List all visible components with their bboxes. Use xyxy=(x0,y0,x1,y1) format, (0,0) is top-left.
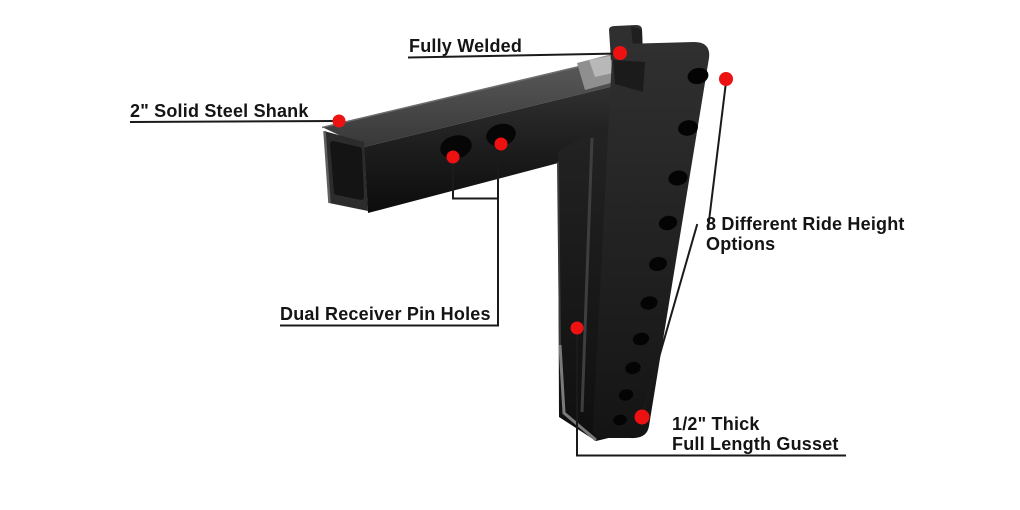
label-fully-welded: Fully Welded xyxy=(409,36,523,56)
gusset-edge-highlight xyxy=(558,344,597,442)
marker-pin-hole-1 xyxy=(446,150,460,164)
leader-ride-height-bottom xyxy=(641,223,699,415)
channel-hole xyxy=(632,332,650,346)
marker-ride-height-bottom xyxy=(634,409,650,425)
shank-end-edge-highlight xyxy=(323,130,331,204)
channel-hole xyxy=(640,296,658,310)
label-full-length-gusset: 1/2" Thick Full Length Gusset xyxy=(672,414,839,454)
weld-highlight xyxy=(589,56,613,77)
channel-hole xyxy=(613,414,627,426)
shank-end-chamfer xyxy=(330,141,364,200)
label-ride-height-options: 8 Different Ride Height Options xyxy=(706,214,905,254)
channel-hole xyxy=(668,170,688,186)
shank-top-face xyxy=(322,59,651,147)
height-channel xyxy=(592,42,710,439)
leader-pin-holes-branch xyxy=(452,158,499,200)
shank-top-edge-highlight xyxy=(321,58,610,129)
marker-pin-hole-2 xyxy=(494,137,508,151)
ride-height-holes xyxy=(613,67,709,426)
marker-gusset xyxy=(570,321,584,335)
channel-web-edge xyxy=(580,137,594,413)
leader-gusset xyxy=(576,330,846,457)
leader-solid-steel-shank xyxy=(129,119,339,124)
leader-pin-holes-main xyxy=(280,146,499,327)
marker-ride-height-top xyxy=(719,72,733,86)
shank-side-face xyxy=(364,77,651,213)
gusset-left-edge xyxy=(557,161,561,346)
channel-hole xyxy=(678,120,698,136)
leader-fully-welded xyxy=(407,52,620,59)
shank-channel-joint xyxy=(613,60,645,92)
channel-hole xyxy=(625,361,641,375)
label-ride-height-line2: Options xyxy=(706,234,776,254)
label-dual-receiver-pin-holes: Dual Receiver Pin Holes xyxy=(280,304,491,324)
channel-hole xyxy=(658,215,678,231)
label-solid-steel-shank: 2" Solid Steel Shank xyxy=(130,101,309,121)
marker-solid-steel-shank xyxy=(332,114,346,128)
marker-fully-welded xyxy=(613,46,627,60)
channel-hole xyxy=(618,389,634,401)
receiver-pin-hole-2 xyxy=(486,123,516,147)
label-ride-height-line1: 8 Different Ride Height xyxy=(706,214,905,234)
channel-hole xyxy=(687,67,709,85)
label-gusset-line1: 1/2" Thick xyxy=(672,414,760,434)
label-gusset-line2: Full Length Gusset xyxy=(672,434,839,454)
leader-ride-height-top xyxy=(706,80,728,231)
channel-hole xyxy=(649,256,667,272)
